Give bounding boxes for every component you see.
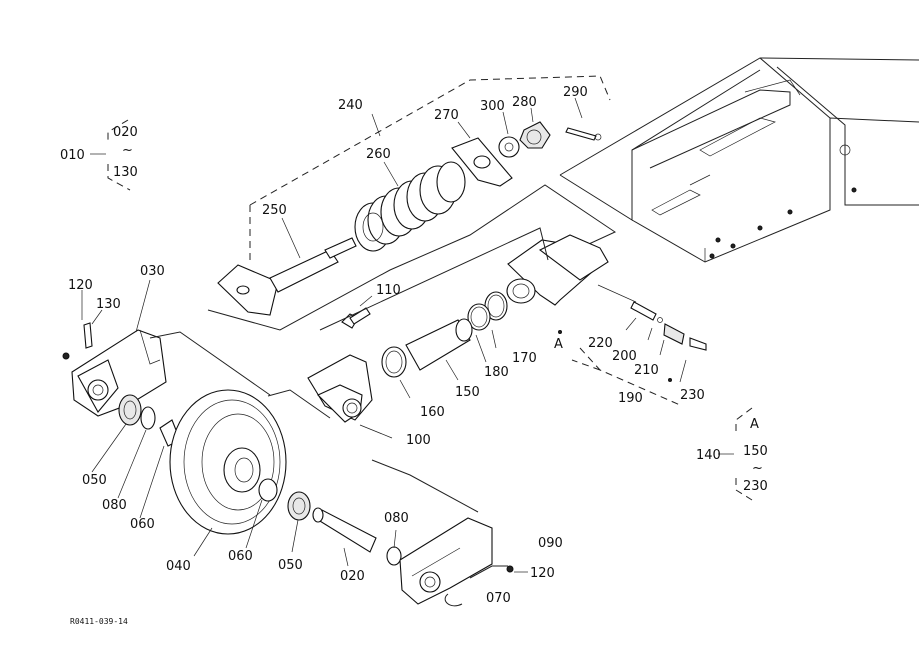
label-range-tilde-group: ~ — [752, 461, 763, 476]
label-130-left: 130 — [96, 297, 121, 312]
label-130-range-end: 130 — [113, 165, 138, 180]
label-300: 300 — [480, 99, 505, 114]
label-200: 200 — [612, 349, 637, 364]
label-230-range-end: 230 — [743, 479, 768, 494]
label-030: 030 — [140, 264, 165, 279]
label-110: 110 — [376, 283, 401, 298]
label-120-left: 120 — [68, 278, 93, 293]
label-140: 140 — [696, 448, 721, 463]
label-010: 010 — [60, 148, 85, 163]
label-050-left: 050 — [82, 473, 107, 488]
label-range-tilde-top: ~ — [122, 143, 133, 158]
label-160: 160 — [420, 405, 445, 420]
label-090: 090 — [538, 536, 563, 551]
label-240: 240 — [338, 98, 363, 113]
label-280: 280 — [512, 95, 537, 110]
bracket-010 — [90, 119, 131, 191]
label-290: 290 — [563, 85, 588, 100]
spring-assembly-group — [207, 75, 617, 331]
label-A: A — [554, 337, 563, 352]
label-A-group: A — [750, 417, 759, 432]
track-frame — [559, 57, 919, 263]
label-100: 100 — [406, 433, 431, 448]
label-020-range-start: 020 — [113, 125, 138, 140]
label-050-mid: 050 — [278, 558, 303, 573]
spring-260 — [354, 161, 466, 252]
grease-fitting-group — [571, 284, 707, 406]
label-080-left: 080 — [102, 498, 127, 513]
yoke-cylinder-group — [267, 227, 609, 439]
label-230: 230 — [680, 388, 705, 403]
label-220: 220 — [588, 336, 613, 351]
label-260: 260 — [366, 147, 391, 162]
label-070: 070 — [486, 591, 511, 606]
label-150: 150 — [455, 385, 480, 400]
label-250: 250 — [262, 203, 287, 218]
idler-wheel-group — [62, 279, 528, 607]
idler-wheel-040 — [169, 389, 287, 535]
label-270: 270 — [434, 108, 459, 123]
label-170: 170 — [512, 351, 537, 366]
label-150-range-start: 150 — [743, 444, 768, 459]
footer-drawing-code: R0411-039-14 — [70, 617, 128, 626]
label-080-right: 080 — [384, 511, 409, 526]
label-120-right: 120 — [530, 566, 555, 581]
label-040: 040 — [166, 559, 191, 574]
bracket-140 — [718, 407, 753, 501]
label-060-left: 060 — [130, 517, 155, 532]
label-020: 020 — [340, 569, 365, 584]
label-210: 210 — [634, 363, 659, 378]
label-060-mid: 060 — [228, 549, 253, 564]
label-180: 180 — [484, 365, 509, 380]
label-190: 190 — [618, 391, 643, 406]
